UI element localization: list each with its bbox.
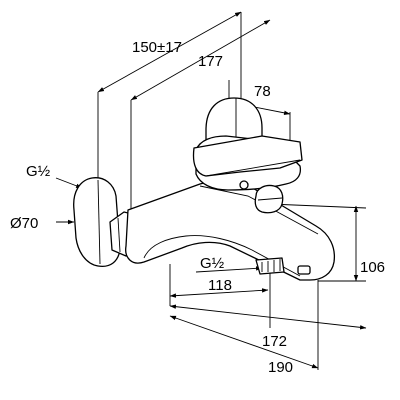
label-rosette-diameter: Ø70 bbox=[10, 215, 38, 232]
label-spout-190: 190 bbox=[268, 359, 293, 376]
label-thread-wall: G½ bbox=[26, 163, 51, 180]
leader-thread-wall bbox=[55, 177, 83, 189]
label-spout-172: 172 bbox=[262, 333, 287, 350]
outlet-nipple bbox=[297, 265, 311, 275]
dim-spout-190 bbox=[169, 315, 319, 369]
outlet-nozzle bbox=[255, 257, 285, 275]
dim-spout-172 bbox=[169, 304, 367, 330]
dim-total-depth bbox=[130, 19, 271, 101]
mixer-body bbox=[125, 179, 336, 281]
dim-spout-118 bbox=[169, 288, 269, 298]
dimension-lines bbox=[55, 11, 367, 369]
label-spout-118: 118 bbox=[208, 277, 232, 294]
label-lever-depth: 78 bbox=[254, 83, 271, 100]
label-total-depth: 177 bbox=[198, 53, 223, 70]
lever-handle bbox=[192, 135, 303, 177]
label-projection-range: 150±17 bbox=[132, 39, 182, 56]
label-thread-outlet: G½ bbox=[200, 255, 225, 272]
label-height: 106 bbox=[360, 259, 385, 276]
faucet-body bbox=[73, 97, 336, 281]
leader-thread-outlet bbox=[195, 266, 263, 273]
lever-screw bbox=[239, 180, 249, 190]
dimension-labels: 150±17 177 78 G½ Ø70 G½ 118 106 172 190 bbox=[10, 39, 385, 376]
